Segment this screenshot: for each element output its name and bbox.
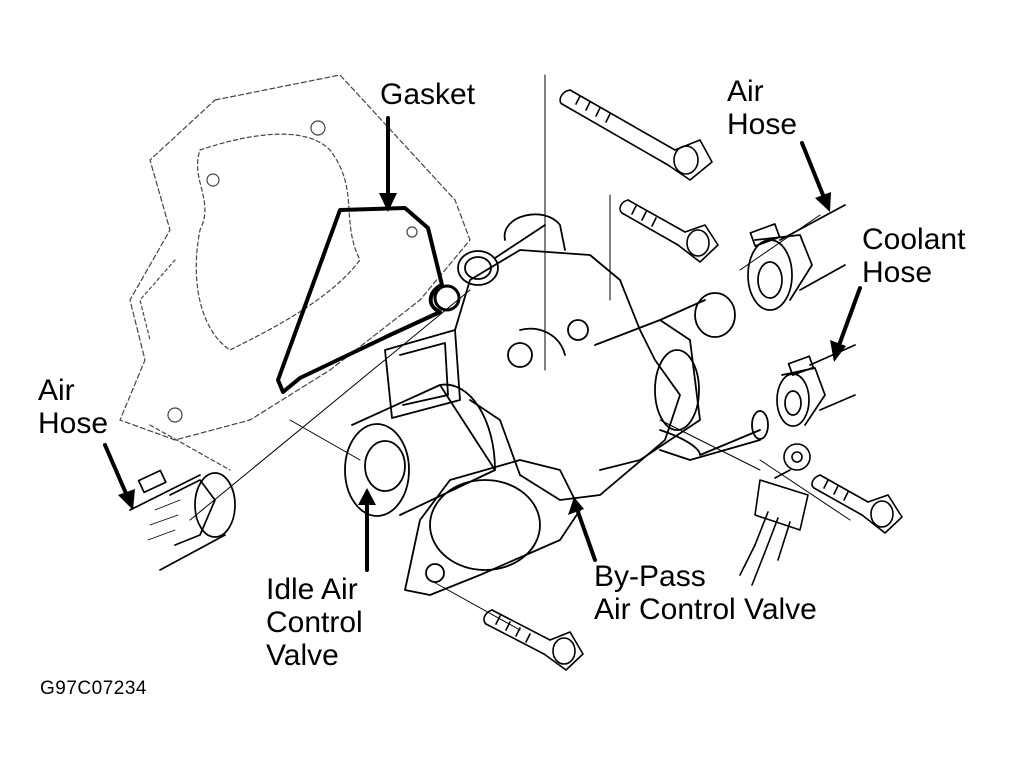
air-hose-left-leader	[103, 443, 130, 500]
air-hose-left	[129, 469, 236, 571]
gasket-shape	[276, 206, 444, 394]
bolt-top	[559, 89, 713, 181]
bypass-leader	[576, 510, 597, 562]
air-hose-right-leader	[800, 141, 827, 202]
coolant-hose-leader	[836, 286, 862, 350]
gasket-label: Gasket	[380, 78, 476, 111]
valve-body	[344, 213, 769, 596]
bolt-upper-middle	[619, 199, 719, 263]
bolt-bottom	[483, 609, 584, 671]
air-hose-right	[747, 204, 846, 311]
idle-air-control-valve-label: Idle Air Control Valve	[266, 573, 363, 672]
arrow-heads	[118, 192, 846, 515]
air-hose-right-label: Air Hose	[727, 75, 798, 141]
bypass-air-control-valve-label: By-Pass Air Control Valve	[594, 560, 817, 626]
alignment-lines	[189, 74, 851, 631]
bolt-lower-right	[811, 474, 903, 534]
gasket-port	[433, 284, 461, 312]
wiring-connector	[739, 443, 811, 586]
coolant-hose	[776, 344, 856, 427]
coolant-hose-label: Coolant Hose	[862, 223, 966, 289]
air-hose-left-label: Air Hose	[38, 374, 109, 440]
throttle-body-outline	[119, 74, 471, 471]
figure-code: G97C07234	[40, 678, 147, 699]
leader-arrows	[103, 116, 862, 572]
